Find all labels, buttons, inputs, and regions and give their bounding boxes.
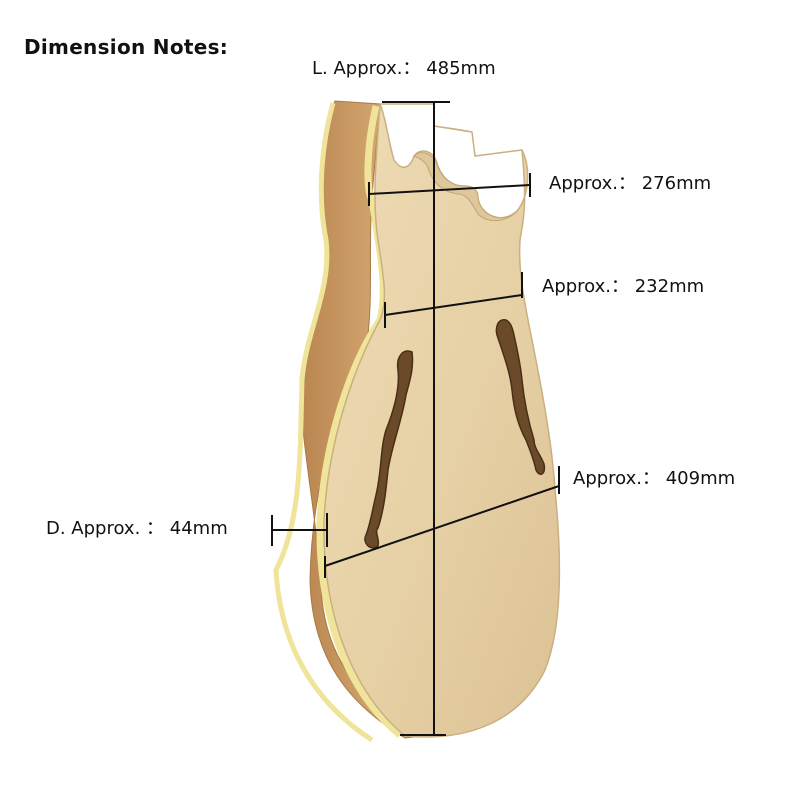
length-label: L. Approx.： 485mm [312, 58, 496, 79]
upper-width-label: Approx.： 276mm [549, 173, 712, 194]
dimension-waist-width [384, 272, 523, 328]
lower-width-label: Approx.： 409mm [573, 468, 736, 489]
dimension-depth [271, 513, 328, 547]
page-title: Dimension Notes: [24, 35, 229, 59]
guitar-cutaway [413, 152, 517, 221]
guitar-binding-outer [273, 102, 374, 743]
guitar-binding [316, 105, 403, 738]
f-hole-right [495, 319, 546, 475]
depth-label: D. Approx. ： 44mm [46, 518, 228, 539]
dimension-lower-width [324, 466, 560, 578]
waist-width-label: Approx.： 232mm [542, 276, 705, 297]
f-hole-left [364, 350, 414, 549]
dimension-length [382, 101, 450, 736]
dimension-upper-width [368, 173, 531, 206]
